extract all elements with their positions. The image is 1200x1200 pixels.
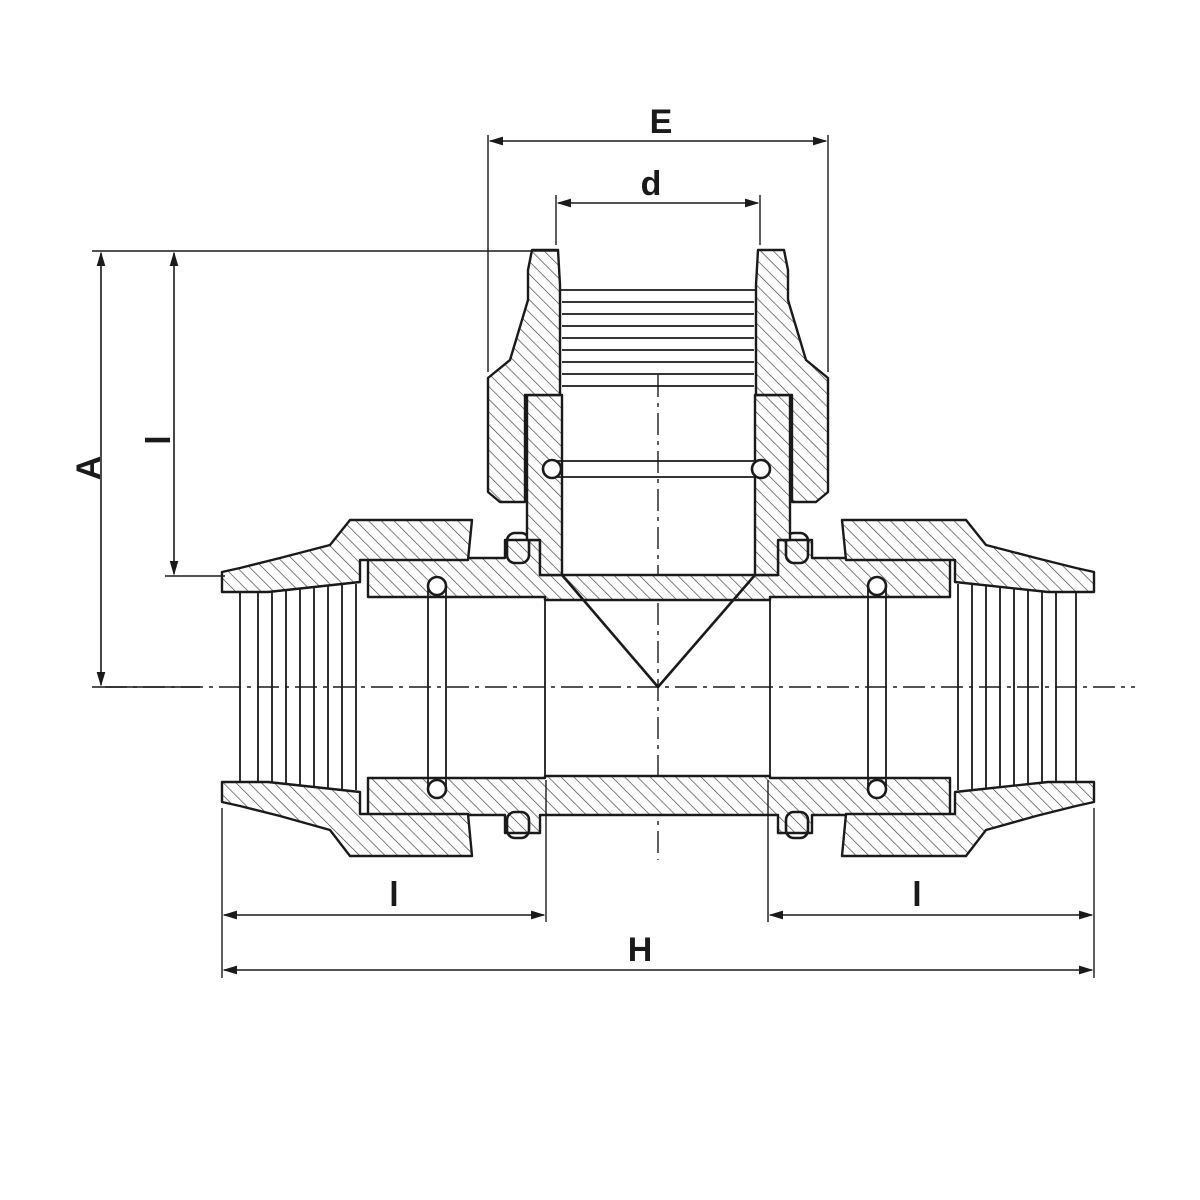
top-nut	[486, 248, 830, 504]
right-nut	[840, 518, 1096, 858]
left-nut-bottom	[220, 780, 474, 858]
top-nut-right	[754, 248, 830, 504]
lug-bottom-right	[784, 810, 810, 840]
right-oring-top	[866, 575, 888, 597]
dimension-H: H	[222, 931, 1094, 975]
left-nut-teeth	[257, 584, 357, 790]
dimension-l-left: l	[221, 780, 547, 978]
left-nut-top	[220, 518, 474, 594]
left-oring-bottom	[426, 778, 448, 800]
label-l-vertical: l	[140, 435, 178, 444]
right-nut-teeth	[957, 584, 1057, 790]
lug-top-left	[505, 531, 531, 565]
dimension-d: d	[555, 165, 761, 245]
dimension-E: E	[487, 103, 829, 372]
label-l-right: l	[912, 876, 921, 914]
left-nut	[220, 518, 474, 858]
branch-oring-left	[541, 458, 563, 480]
label-H: H	[628, 931, 653, 969]
branch-oring-right	[750, 458, 772, 480]
top-nut-left	[486, 248, 562, 504]
label-E: E	[650, 103, 673, 141]
main-body	[366, 531, 952, 840]
center-lines	[105, 375, 1135, 860]
label-A: A	[70, 456, 108, 481]
left-oring-top	[426, 575, 448, 597]
label-l-left: l	[389, 876, 398, 914]
dimension-l-right: l	[767, 780, 1095, 978]
dimension-l-vertical: l	[140, 251, 225, 577]
main-body-bottom-wall	[366, 774, 952, 835]
top-nut-teeth	[560, 289, 756, 387]
label-d: d	[641, 165, 662, 203]
right-oring-bottom	[866, 778, 888, 800]
lug-bottom-left	[505, 810, 531, 840]
branch-left-wall	[525, 393, 564, 577]
lug-top-right	[784, 531, 810, 565]
branch-cone	[561, 574, 756, 689]
dimension-A: A	[70, 250, 558, 688]
